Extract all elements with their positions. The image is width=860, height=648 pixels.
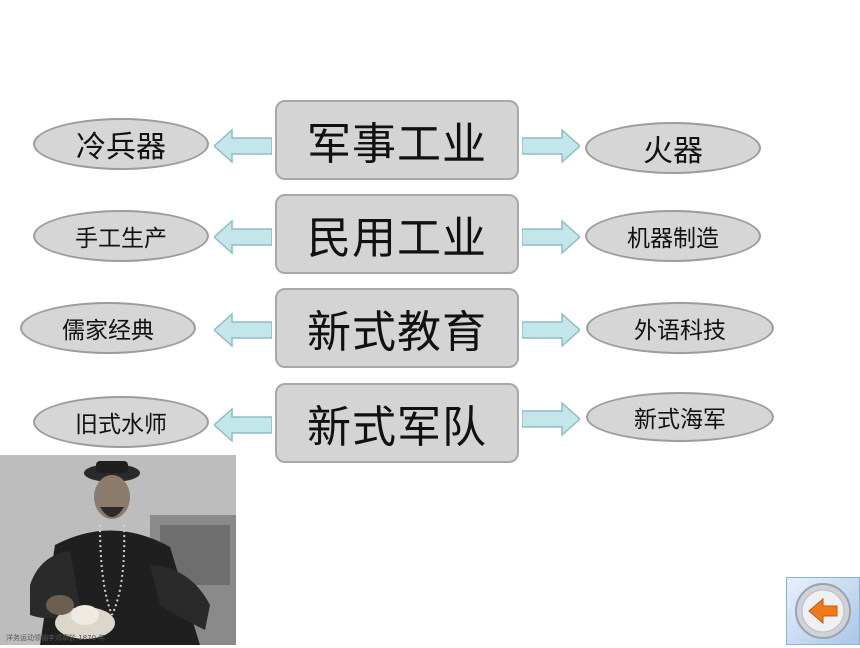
photo-caption: 洋务运动领袖李鸿章於 1870 年	[6, 634, 106, 642]
back-arrow-icon	[795, 583, 851, 639]
arrow-right-icon	[522, 128, 580, 164]
arrow-right-icon	[522, 219, 580, 255]
oval-left-label: 儒家经典	[62, 318, 154, 344]
arrow-right-icon	[522, 312, 580, 348]
arrow-right-icon	[522, 401, 580, 437]
center-box-2: 民用工业	[275, 194, 519, 274]
center-label: 军事工业	[307, 119, 487, 170]
oval-right-3: 外语科技	[586, 302, 774, 354]
arrow-left-icon	[214, 407, 272, 443]
oval-right-label: 机器制造	[627, 226, 719, 252]
center-box-4: 新式军队	[275, 383, 519, 463]
oval-left-2: 手工生产	[33, 210, 209, 262]
oval-right-label: 外语科技	[634, 318, 726, 344]
arrow-left-icon	[214, 128, 272, 164]
oval-left-label: 冷兵器	[76, 130, 166, 165]
portrait-figure-icon	[0, 455, 236, 645]
oval-right-label: 火器	[643, 134, 703, 169]
oval-right-label: 新式海军	[634, 407, 726, 433]
portrait-photo: 洋务运动领袖李鸿章於 1870 年	[0, 455, 236, 645]
center-label: 新式教育	[307, 307, 487, 358]
arrow-left-icon	[214, 219, 272, 255]
center-box-1: 军事工业	[275, 100, 519, 180]
back-button[interactable]	[786, 577, 860, 645]
center-label: 新式军队	[307, 402, 487, 453]
oval-right-1: 火器	[585, 122, 761, 174]
oval-left-1: 冷兵器	[33, 118, 209, 170]
arrow-left-icon	[214, 312, 272, 348]
oval-left-label: 旧式水师	[75, 412, 167, 438]
oval-left-4: 旧式水师	[33, 396, 209, 448]
oval-left-3: 儒家经典	[20, 302, 196, 354]
oval-left-label: 手工生产	[75, 226, 167, 252]
center-label: 民用工业	[307, 213, 487, 264]
oval-right-2: 机器制造	[585, 210, 761, 262]
oval-right-4: 新式海军	[586, 392, 774, 442]
center-box-3: 新式教育	[275, 288, 519, 368]
